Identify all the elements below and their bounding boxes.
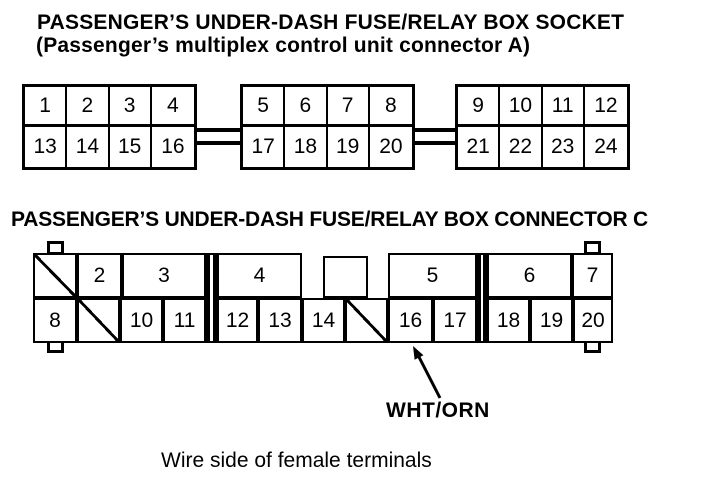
terminal-12: 12 — [584, 87, 627, 127]
terminal-1: 1 — [25, 87, 68, 127]
connc-terminal-5: 5 — [388, 253, 477, 298]
terminal-11: 11 — [542, 87, 585, 127]
terminal-6: 6 — [285, 87, 328, 127]
connc-terminal-19: 19 — [530, 298, 573, 343]
terminal-17: 17 — [243, 127, 286, 167]
terminal-15: 15 — [110, 127, 152, 167]
connector-key-divider-1 — [206, 253, 217, 343]
connc-terminal-10: 10 — [120, 298, 163, 343]
terminal-16: 16 — [161, 135, 185, 158]
connc-terminal-16: 16 — [388, 298, 433, 343]
terminal-2: 2 — [67, 87, 110, 127]
connc-terminal-13: 13 — [258, 298, 302, 343]
terminal-22: 22 — [500, 127, 543, 167]
terminal-14: 14 — [67, 127, 110, 167]
socket-bridge-2 — [412, 128, 457, 145]
pointer-arrow-icon — [413, 346, 442, 399]
terminal-8: 8 — [369, 87, 412, 127]
terminal-7: 7 — [327, 87, 370, 127]
connc-terminal-14: 14 — [302, 298, 345, 343]
connector-key-divider-2 — [477, 253, 487, 343]
socket-block-3: 9 10 11 12 21 22 23 24 — [455, 84, 630, 170]
terminal-9: 9 — [458, 87, 501, 127]
terminal-4: 4 — [151, 87, 194, 127]
terminal-24: 24 — [594, 135, 618, 158]
wire-side-caption: Wire side of female terminals — [161, 449, 432, 472]
terminal-blank-slash-15 — [345, 298, 388, 343]
connc-terminal-12: 12 — [217, 298, 258, 343]
terminal-5: 5 — [243, 87, 286, 127]
terminal-21: 21 — [458, 127, 501, 167]
connc-terminal-8: 8 — [33, 298, 77, 343]
connc-terminal-18: 18 — [487, 298, 530, 343]
connc-terminal-20: 20 — [573, 298, 613, 343]
connc-terminal-7: 7 — [572, 253, 613, 298]
socket-block-2: 5 6 7 8 17 18 19 20 — [240, 84, 415, 170]
wire-color-label: WHT/ORN — [386, 399, 490, 422]
terminal-blank-slash-1 — [33, 253, 77, 298]
terminal-10: 10 — [500, 87, 543, 127]
terminal-3: 3 — [109, 87, 152, 127]
terminal-18: 18 — [285, 127, 328, 167]
connc-terminal-11: 11 — [163, 298, 206, 343]
terminal-20: 20 — [379, 135, 403, 158]
connc-terminal-3: 3 — [122, 253, 206, 298]
connc-terminal-17: 17 — [433, 298, 477, 343]
socket-block-1: 1 2 3 4 13 14 15 16 — [22, 84, 197, 170]
connc-terminal-2: 2 — [77, 253, 122, 298]
connc-terminal-4: 4 — [217, 253, 302, 298]
terminal-blank-slash-9 — [77, 298, 120, 343]
terminal-23: 23 — [543, 127, 585, 167]
connector-c-title: PASSENGER’S UNDER-DASH FUSE/RELAY BOX CO… — [11, 208, 649, 231]
terminal-blank-box — [323, 256, 368, 298]
terminal-19: 19 — [328, 127, 370, 167]
terminal-13: 13 — [25, 127, 68, 167]
connc-terminal-6: 6 — [487, 253, 572, 298]
socket-title: PASSENGER’S UNDER-DASH FUSE/RELAY BOX SO… — [37, 11, 625, 34]
socket-subtitle: (Passenger’s multiplex control unit conn… — [36, 34, 531, 57]
socket-bridge-1 — [194, 128, 242, 145]
